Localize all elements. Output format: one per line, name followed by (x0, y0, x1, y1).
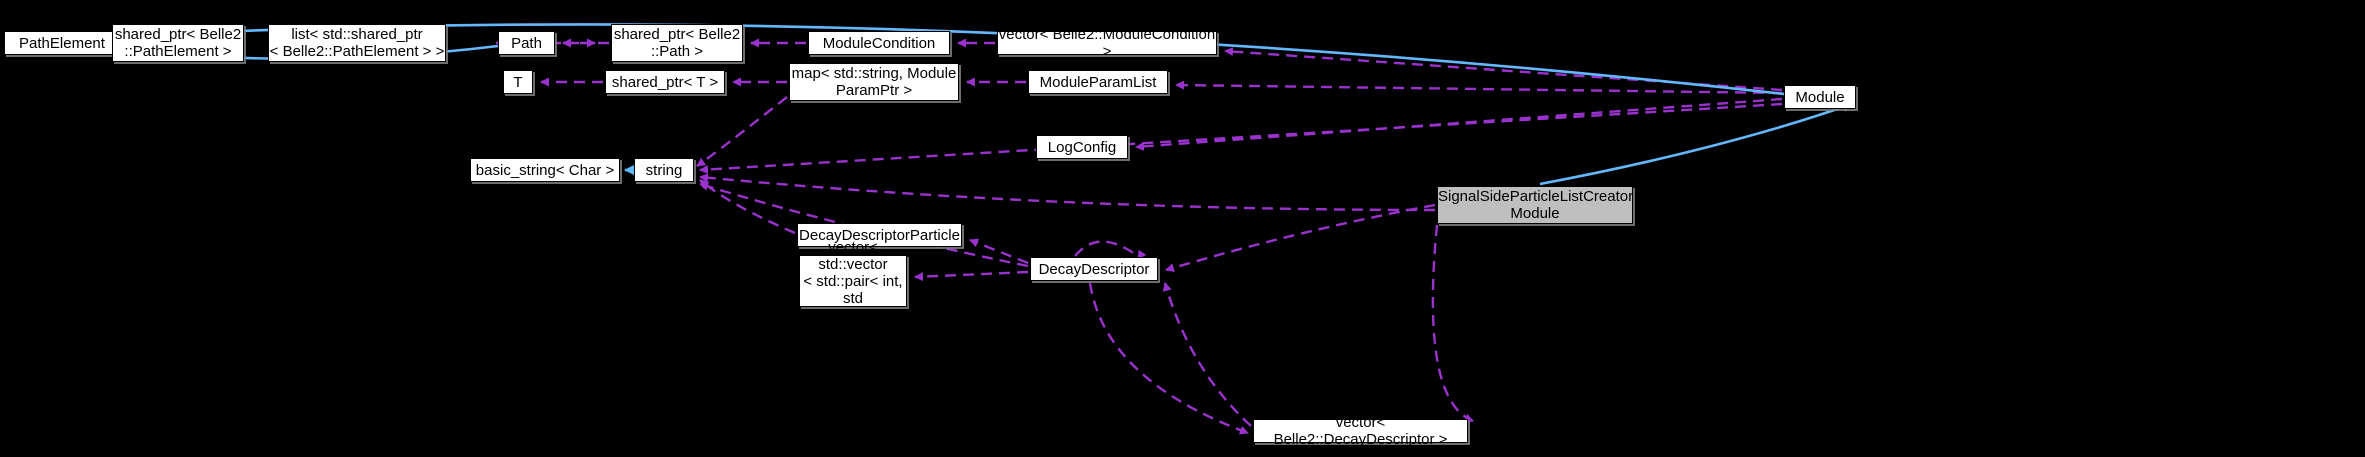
node-moduleparamlist[interactable]: ModuleParamList (1028, 70, 1168, 94)
node-module[interactable]: Module (1784, 85, 1856, 109)
node-shared-ptr-path[interactable]: shared_ptr< Belle2 ::Path > (611, 24, 743, 62)
node-logconfig[interactable]: LogConfig (1036, 135, 1128, 159)
node-label: map< std::string, Module ParamPtr > (791, 65, 957, 99)
edge-module-string (699, 102, 1783, 175)
node-string[interactable]: string (634, 158, 694, 182)
node-path[interactable]: Path (498, 31, 555, 55)
node-label: list< std::shared_ptr < Belle2::PathElem… (269, 26, 445, 60)
node-label: vector< Belle2::ModuleCondition > (998, 26, 1216, 60)
node-label: vector< Belle2::DecayDescriptor > (1273, 414, 1448, 448)
edge-module-logconfig (1135, 97, 1783, 151)
node-label: shared_ptr< Belle2 ::PathElement > (114, 26, 242, 60)
node-vector-vector-pair-int-string[interactable]: vector< std::vector < std::pair< int, st… (799, 239, 907, 324)
node-vector-decaydescriptor[interactable]: vector< Belle2::DecayDescriptor > (1253, 414, 1468, 448)
edge-vec_dd-decaydescriptor (1162, 282, 1252, 427)
edge-decaydescriptor-vec_dd (1088, 282, 1249, 435)
edge-ddparticle-string (699, 179, 796, 235)
node-label: SignalSideParticleListCreator Module (1438, 188, 1634, 222)
node-label: ModuleCondition (822, 34, 936, 52)
node-list-shared-ptr-pathelement[interactable]: list< std::shared_ptr < Belle2::PathElem… (268, 24, 446, 62)
node-label: shared_ptr< Belle2 ::Path > (613, 26, 741, 60)
node-basic-string-char[interactable]: basic_string< Char > (470, 158, 620, 182)
node-signalsideparticlelistcreatormodule[interactable]: SignalSideParticleListCreator Module (1437, 186, 1633, 224)
node-label: LogConfig (1047, 138, 1117, 156)
node-shared-ptr-t[interactable]: shared_ptr< T > (605, 70, 725, 94)
node-label: DecayDescriptor (1038, 260, 1150, 278)
edge-sspclcm-vec_dd (1431, 224, 1474, 423)
edge-decaydescriptor-vec_vec_pair (914, 270, 1029, 282)
node-decaydescriptor[interactable]: DecayDescriptor (1030, 257, 1158, 281)
edge-sspclcm-module (1539, 102, 1853, 186)
node-label: ModuleParamList (1039, 73, 1157, 91)
edge-module-vec_modcond (1224, 47, 1783, 92)
node-label: Path (511, 34, 542, 52)
node-t[interactable]: T (503, 70, 533, 94)
node-label: Module (1795, 88, 1845, 106)
node-vector-modulecondition[interactable]: vector< Belle2::ModuleCondition > (997, 26, 1217, 60)
node-pathelement[interactable]: PathElement (4, 31, 120, 55)
edge-sspclcm-decaydescriptor (1165, 203, 1436, 273)
node-label: shared_ptr< T > (611, 73, 719, 91)
node-label: string (645, 161, 683, 179)
node-map-string-moduleparamptr[interactable]: map< std::string, Module ParamPtr > (789, 63, 959, 101)
node-modulecondition[interactable]: ModuleCondition (808, 31, 950, 55)
edge-module-moduleparamlist (1175, 80, 1783, 95)
node-label: vector< std::vector < std::pair< int, st… (803, 238, 903, 324)
node-label: PathElement (19, 34, 105, 52)
edge-sspclcm-string (699, 173, 1436, 212)
edge-decaydescriptor-ddparticle (969, 238, 1029, 265)
node-label: T (513, 73, 523, 91)
node-shared-ptr-pathelement[interactable]: shared_ptr< Belle2 ::PathElement > (112, 24, 244, 62)
node-label: basic_string< Char > (475, 161, 615, 179)
edge-map_modparam-string (696, 96, 788, 167)
